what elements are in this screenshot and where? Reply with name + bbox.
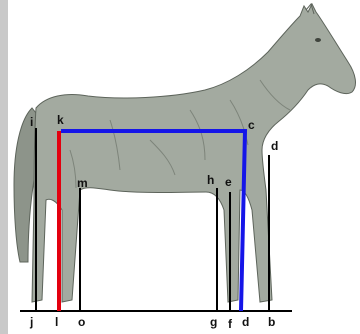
point-label-i: i bbox=[30, 115, 33, 129]
ground-label-d-bottom: d bbox=[242, 315, 249, 329]
horse-eye bbox=[315, 38, 321, 42]
ground-label-l: l bbox=[55, 315, 58, 329]
point-label-c: c bbox=[248, 118, 255, 132]
point-label-d-top: d bbox=[271, 139, 278, 153]
ground-label-g: g bbox=[210, 315, 217, 329]
ground-label-f: f bbox=[228, 317, 233, 331]
point-label-m: m bbox=[77, 176, 88, 190]
point-label-k: k bbox=[57, 113, 64, 127]
ground-label-b: b bbox=[268, 315, 275, 329]
ground-label-j: j bbox=[29, 315, 33, 329]
horse-figure bbox=[14, 4, 355, 302]
point-label-h: h bbox=[207, 173, 214, 187]
ground-label-o: o bbox=[78, 315, 85, 329]
point-label-e: e bbox=[225, 175, 232, 189]
